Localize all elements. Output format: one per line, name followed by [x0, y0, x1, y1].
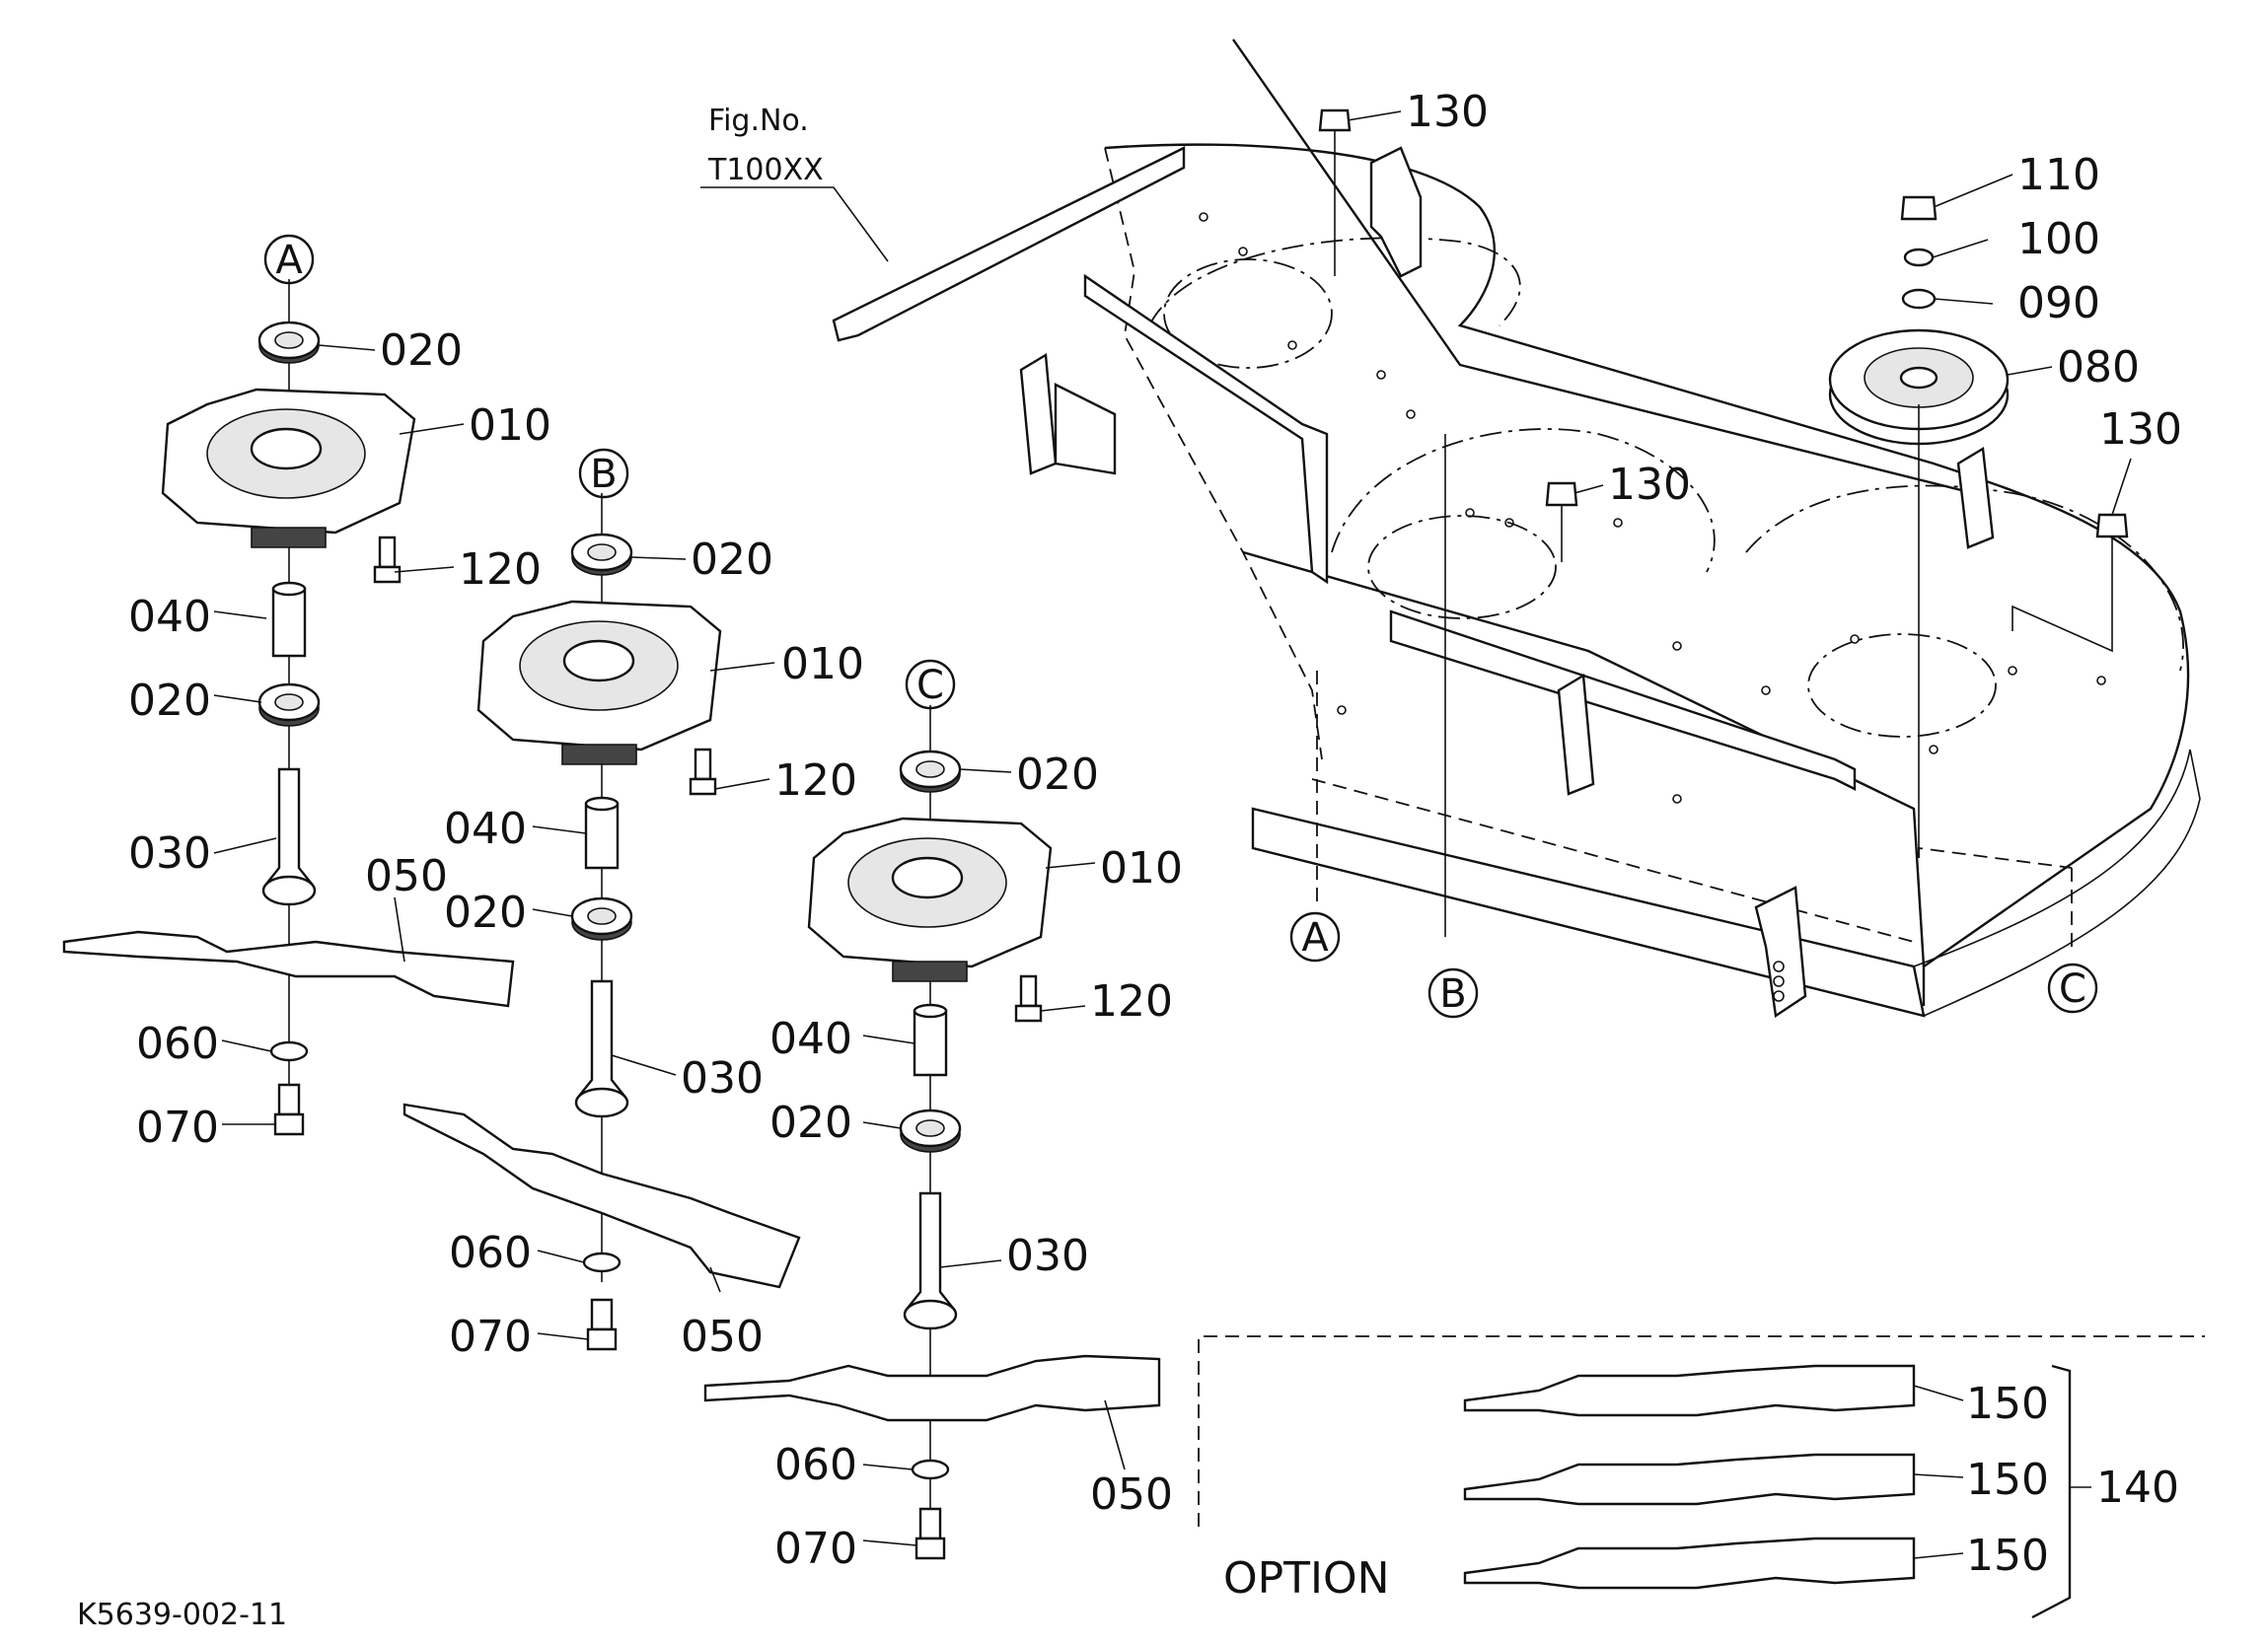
callout-120: 120	[459, 544, 542, 595]
callout-020: 020	[1016, 750, 1099, 800]
nut-130-b	[1545, 481, 1578, 507]
fig-no-value: T100XX	[707, 153, 824, 187]
callout-010: 010	[781, 639, 864, 689]
callout-060: 060	[774, 1440, 857, 1490]
callout-140: 140	[2096, 1463, 2179, 1513]
callout-020: 020	[769, 1098, 852, 1148]
option-label: OPTION	[1223, 1553, 1390, 1604]
datum-marker-c-deck: C	[2059, 966, 2086, 1012]
callout-150: 150	[1966, 1531, 2049, 1581]
callout-110: 110	[2017, 150, 2100, 200]
datum-marker-c: C	[916, 663, 944, 708]
callout-130: 130	[2099, 404, 2182, 455]
deck-holes	[1199, 212, 2106, 804]
nut-130-c	[2095, 513, 2129, 538]
pulley-080	[1828, 328, 2010, 446]
callout-040: 040	[128, 592, 211, 642]
callout-010: 010	[469, 400, 551, 451]
nut-130-a	[1318, 108, 1352, 132]
callout-130: 130	[1608, 460, 1691, 510]
callout-030: 030	[128, 828, 211, 879]
callout-100: 100	[2017, 214, 2100, 264]
spindle-assembly-b	[402, 493, 801, 1351]
callout-020: 020	[380, 325, 463, 376]
nut-110	[1900, 195, 1938, 221]
callout-070: 070	[774, 1524, 857, 1574]
callout-050: 050	[365, 851, 448, 901]
spindle-assembly-a	[62, 279, 515, 1136]
callout-020: 020	[691, 535, 773, 585]
callout-010: 010	[1100, 843, 1183, 894]
callout-050: 050	[1090, 1469, 1173, 1520]
callout-050: 050	[681, 1312, 764, 1362]
callout-060: 060	[449, 1228, 532, 1278]
callout-070: 070	[136, 1103, 219, 1153]
lock-washer-100	[1903, 248, 1935, 267]
mower-deck	[832, 38, 2201, 1019]
callout-020: 020	[128, 676, 211, 726]
callout-120: 120	[774, 755, 857, 806]
drawing-code: K5639-002-11	[77, 1598, 287, 1632]
datum-markers: A B C A B C	[263, 234, 2098, 1019]
callout-020: 020	[444, 888, 527, 938]
callout-150: 150	[1966, 1379, 2049, 1429]
fig-no-label: Fig.No.	[708, 104, 809, 138]
spindle-assembly-c	[703, 705, 1161, 1560]
callout-120: 120	[1090, 976, 1173, 1027]
callout-060: 060	[136, 1019, 219, 1069]
datum-marker-a: A	[275, 238, 303, 283]
callout-030: 030	[681, 1053, 764, 1104]
option-box: OPTION	[1198, 1335, 2205, 1619]
datum-marker-b-deck: B	[1439, 971, 1466, 1017]
callout-150: 150	[1966, 1455, 2049, 1505]
datum-marker-a-deck: A	[1301, 915, 1329, 961]
callout-090: 090	[2017, 278, 2100, 328]
callout-040: 040	[444, 804, 527, 854]
leader-lines	[213, 110, 2132, 1559]
callout-030: 030	[1006, 1231, 1089, 1281]
washer-090	[1901, 288, 1937, 310]
callout-070: 070	[449, 1312, 532, 1362]
callouts: 020 010 120 040 020 030 050 060 070 020 …	[128, 87, 2182, 1581]
callout-040: 040	[769, 1014, 852, 1064]
figure-reference: Fig.No. T100XX	[700, 104, 889, 262]
datum-marker-b: B	[590, 452, 617, 497]
callout-080: 080	[2057, 342, 2140, 393]
callout-130: 130	[1406, 87, 1489, 137]
